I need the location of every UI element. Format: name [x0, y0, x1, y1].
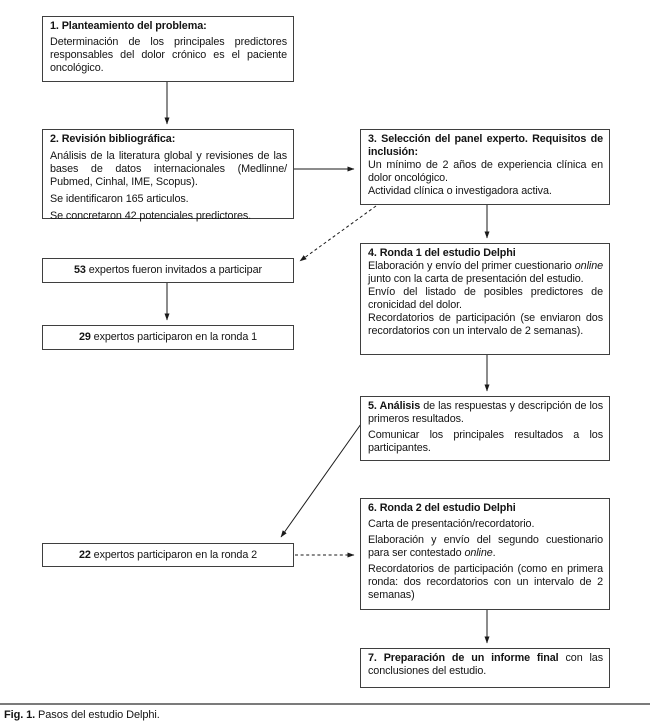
flow-box-53-expertos: 53 expertos fueron invitados a participa…: [42, 258, 294, 283]
box-paragraph: 2. Revisión bibliográfica:: [50, 133, 176, 145]
flow-box-step-5-analisis: 5. Análisis de las respuestas y descripc…: [360, 396, 610, 461]
caption-divider: [0, 703, 650, 705]
box-paragraph: Comunicar los principales resultados a l…: [368, 429, 603, 454]
box-paragraph: Carta de presentación/recordatorio.: [368, 518, 535, 530]
box-paragraph: Recordatorios de participación (se envia…: [368, 312, 603, 337]
figure-caption: Fig. 1. Pasos del estudio Delphi.: [4, 708, 644, 722]
flow-box-step-1-planteamiento: 1. Planteamiento del problema: Determinac…: [42, 16, 294, 82]
box-paragraph: 53 expertos fueron invitados a participa…: [74, 264, 262, 276]
box-paragraph: 1. Planteamiento del problema:: [50, 20, 207, 32]
box-paragraph: Un mínimo de 2 años de experiencia clíni…: [368, 159, 603, 184]
box-paragraph: 3. Selección del panel experto. Requisit…: [368, 133, 603, 158]
box-paragraph: 4. Ronda 1 del estudio Delphi: [368, 247, 516, 259]
figure-caption-label: Fig. 1.: [4, 709, 36, 721]
box-paragraph: Se concretaron 42 potenciales predictore…: [50, 210, 252, 222]
box-paragraph: Recordatorios de participación (como en …: [368, 563, 603, 601]
box-paragraph: 5. Análisis de las respuestas y descripc…: [368, 400, 603, 425]
box-paragraph: Actividad clínica o investigadora activa…: [368, 185, 552, 197]
box-paragraph: Se identificaron 165 articulos.: [50, 193, 189, 205]
box-paragraph: 7. Preparación de un informe final con l…: [368, 652, 603, 677]
box-paragraph: Envío del listado de posibles predictore…: [368, 286, 603, 311]
box-paragraph: 29 expertos participaron en la ronda 1: [78, 331, 258, 343]
flow-box-step-3-seleccion-panel: 3. Selección del panel experto. Requisit…: [360, 129, 610, 205]
box-paragraph: Análisis de la literatura global y revis…: [50, 150, 287, 188]
box-paragraph: 22 expertos participaron en la ronda 2: [78, 548, 258, 561]
flow-box-step-2-revision: 2. Revisión bibliográfica: Análisis de la…: [42, 129, 294, 222]
box-paragraph: Determinación de los principales predict…: [50, 36, 287, 74]
flow-box-step-7-informe-final: 7. Preparación de un informe final con l…: [360, 648, 610, 688]
figure-caption-text: Pasos del estudio Delphi.: [35, 709, 160, 721]
flow-box-29-expertos: 29 expertos participaron en la ronda 1: [42, 325, 294, 350]
box-paragraph: Elaboración y envío del primer cuestiona…: [368, 260, 603, 285]
box-paragraph: Elaboración y envío del segundo cuestion…: [368, 534, 603, 559]
box-paragraph: 6. Ronda 2 del estudio Delphi: [368, 502, 516, 514]
flow-box-22-expertos: 22 expertos participaron en la ronda 2: [42, 543, 294, 567]
arrow-step5-to-experts22: [280, 423, 362, 538]
